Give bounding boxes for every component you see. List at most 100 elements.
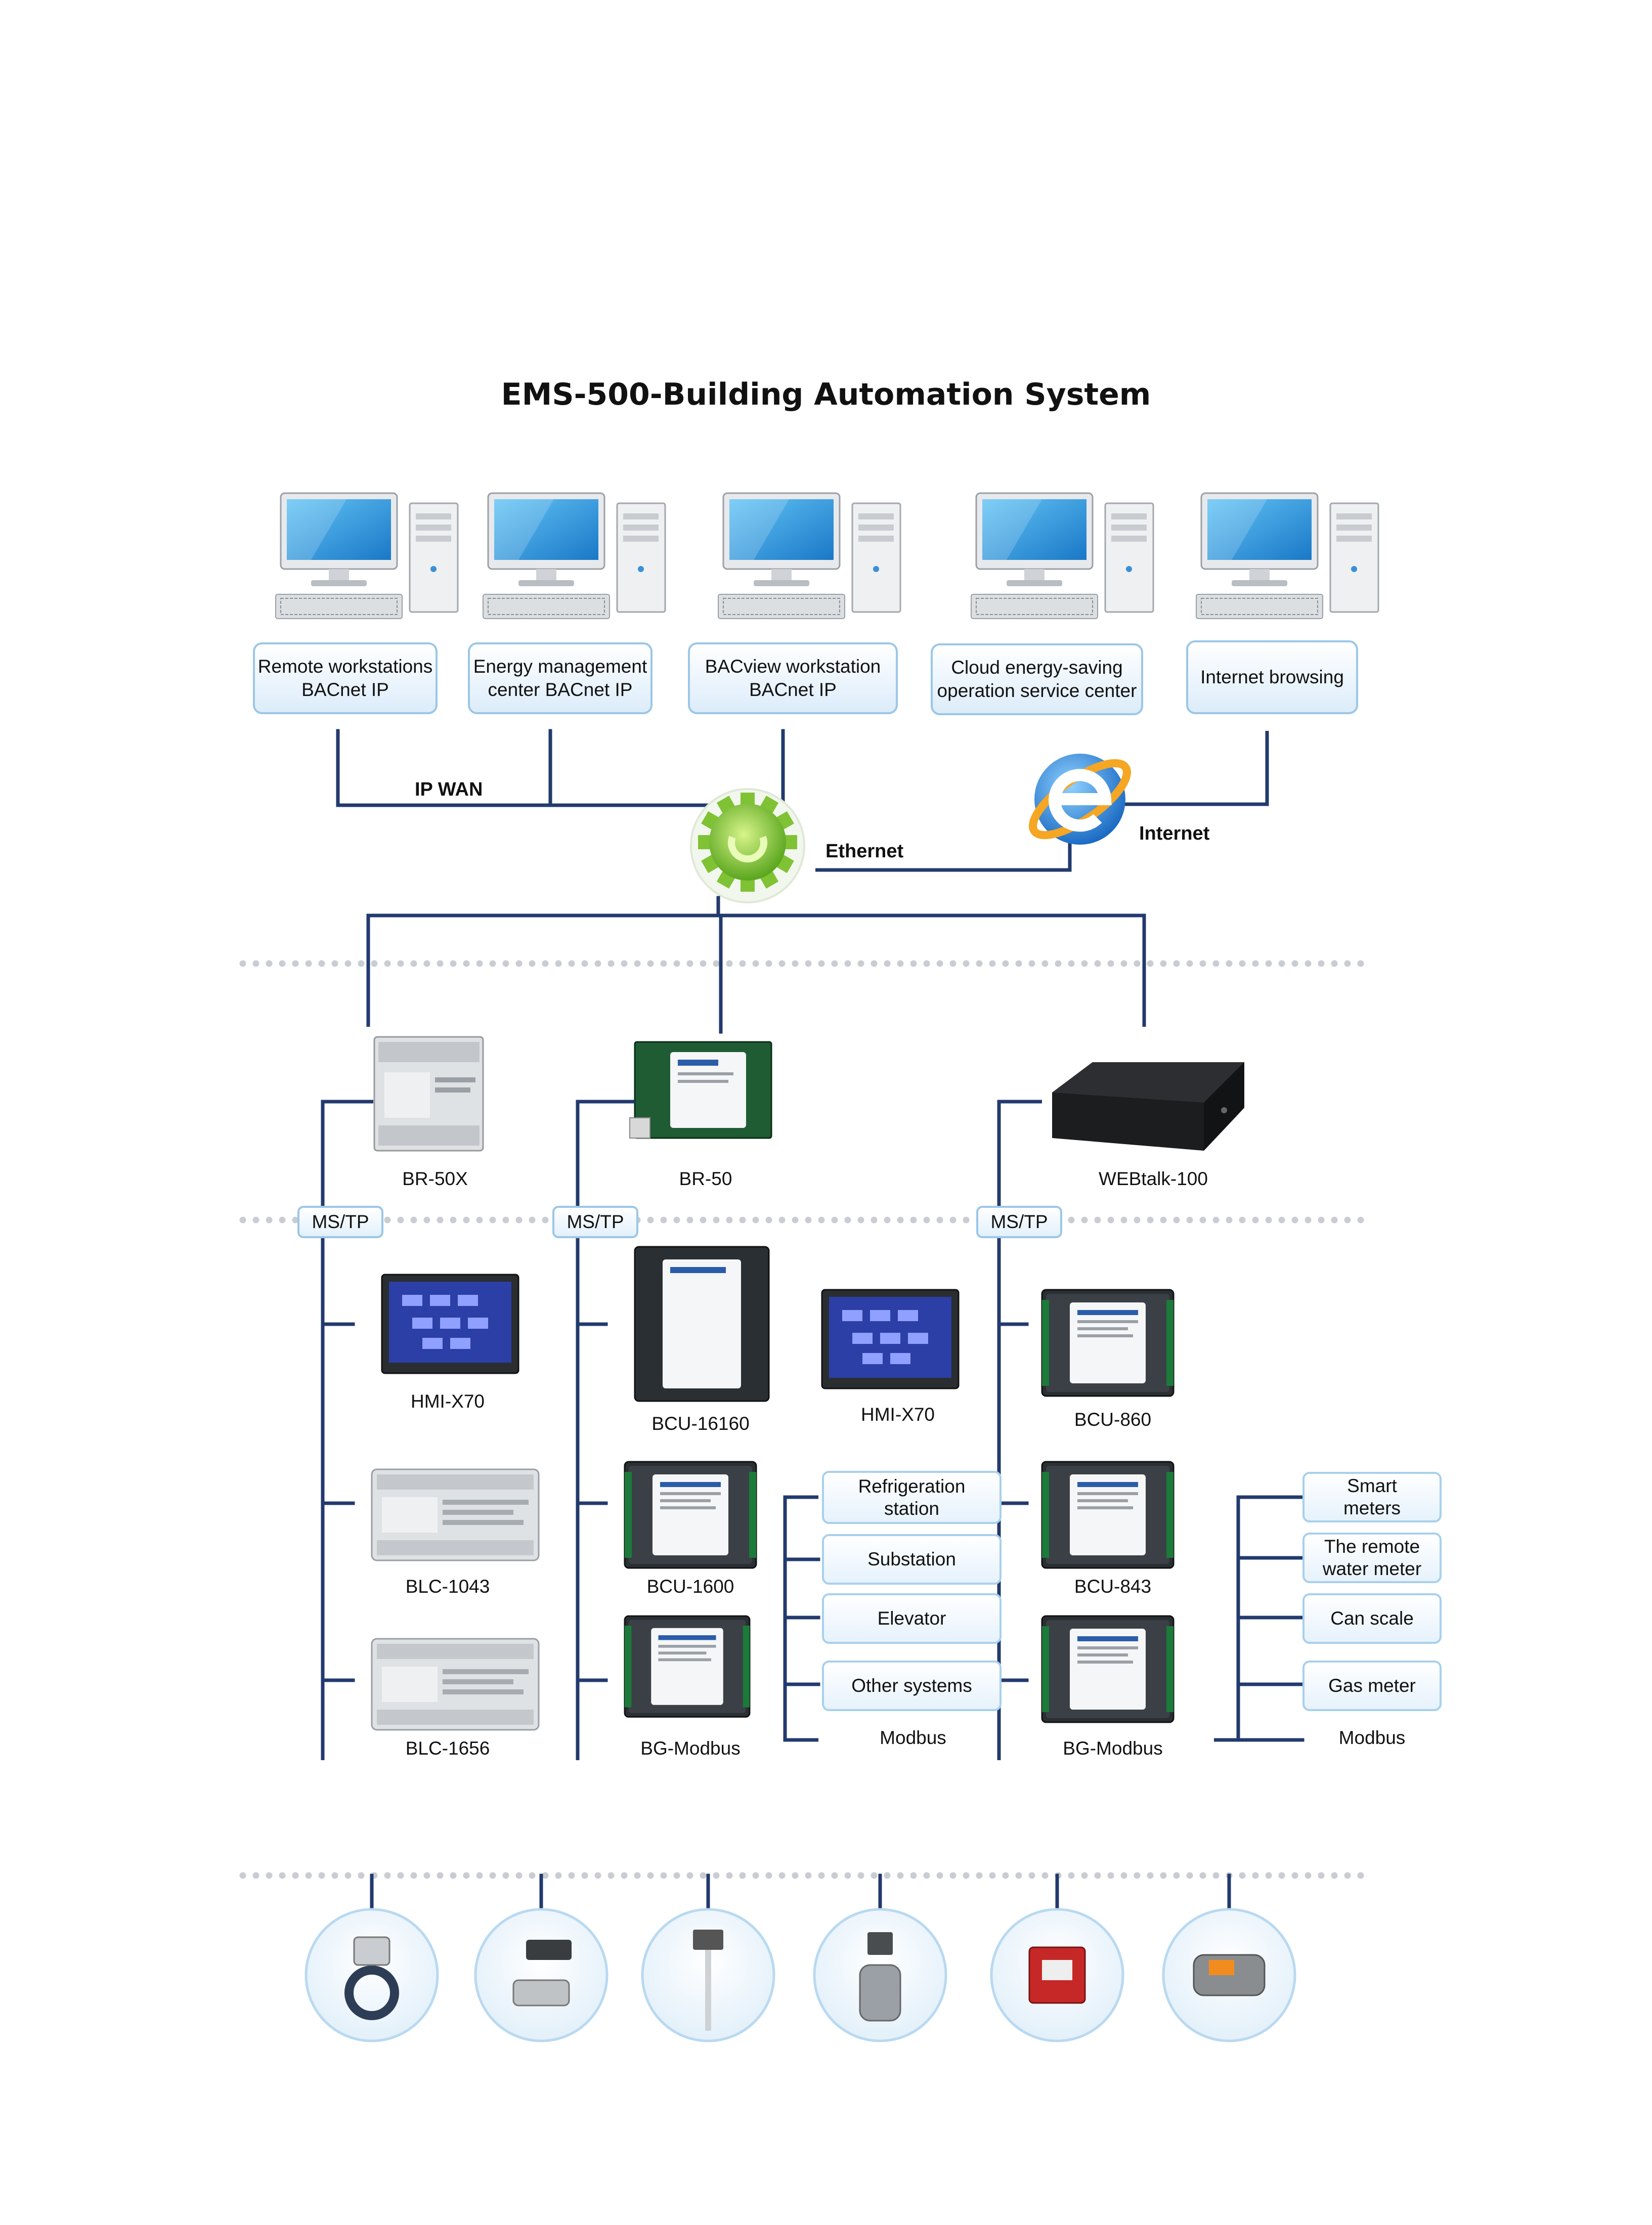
- divider-dot: [752, 1216, 759, 1224]
- divider-dot: [765, 1872, 772, 1879]
- dotted-divider-mstp: [239, 1216, 1364, 1224]
- divider-dot: [292, 960, 299, 967]
- divider-dot: [489, 1872, 496, 1879]
- divider-dot: [673, 960, 680, 967]
- bcu16160-label-plate: [663, 1259, 741, 1388]
- divider-dot: [252, 1216, 259, 1224]
- divider-dot: [647, 960, 654, 967]
- divider-dot: [1318, 960, 1325, 967]
- divider-dot: [805, 1872, 812, 1879]
- divider-dot: [634, 960, 641, 967]
- computer-icon: [717, 492, 901, 620]
- divider-dot: [397, 960, 404, 967]
- divider-dot: [555, 960, 562, 967]
- divider-dot: [910, 1872, 917, 1879]
- divider-dot: [1147, 1872, 1154, 1879]
- device-label-bg-modbus-right: BG-Modbus: [1063, 1738, 1163, 1759]
- workstation-label: BACview workstation: [705, 656, 881, 677]
- system-label: Other systems: [851, 1675, 972, 1696]
- divider-dot: [568, 960, 575, 967]
- icon-part: [693, 1930, 723, 1950]
- divider-dot: [700, 1872, 707, 1879]
- divider-dot: [765, 1216, 772, 1224]
- divider-dot: [1357, 1216, 1364, 1224]
- divider-dot: [358, 960, 365, 967]
- device-part: [378, 1042, 480, 1062]
- icon-part: [1209, 1960, 1234, 1975]
- damper-actuator-icon: [1193, 1954, 1266, 1996]
- icon-part: [1042, 1960, 1072, 1980]
- bcu843-device: [1041, 1461, 1175, 1569]
- divider-dot: [594, 960, 601, 967]
- mstp-box-mid: MS/TP: [552, 1206, 638, 1238]
- divider-dot: [489, 1216, 496, 1224]
- divider-dot: [1173, 1872, 1180, 1879]
- system-box-other: Other systems: [822, 1661, 1002, 1711]
- divider-dot: [450, 1872, 457, 1879]
- divider-dot: [726, 1216, 733, 1224]
- page-title: EMS-500-Building Automation System: [501, 377, 1151, 412]
- divider-dot: [963, 1216, 970, 1224]
- divider-dot: [949, 1216, 957, 1224]
- butterfly-valve-icon: [344, 1936, 399, 2020]
- divider-dot: [239, 1872, 246, 1879]
- device-label-bcu16160: BCU-16160: [651, 1413, 750, 1434]
- divider-dot: [542, 1216, 549, 1224]
- divider-dot: [279, 1872, 286, 1879]
- device-part: [435, 1077, 475, 1082]
- divider-dot: [529, 1216, 536, 1224]
- divider-dot: [726, 1872, 733, 1879]
- workstation-label: Energy management: [473, 656, 647, 677]
- divider-dot: [752, 960, 759, 967]
- divider-dot: [437, 1216, 444, 1224]
- icon-part: [867, 1932, 893, 1955]
- divider-dot: [700, 1216, 707, 1224]
- divider-dot: [989, 1872, 996, 1879]
- divider-dot: [989, 960, 996, 967]
- workstation-box-internet: Internet browsing: [1186, 640, 1358, 714]
- device-part: [670, 1052, 746, 1128]
- divider-dot: [739, 1872, 746, 1879]
- divider-dot: [239, 960, 246, 967]
- icon-part: [526, 1940, 572, 1960]
- divider-dot: [1147, 1216, 1154, 1224]
- internet-line: [1110, 731, 1269, 806]
- divider-dot: [1068, 960, 1075, 967]
- divider-dot: [1291, 1872, 1298, 1879]
- divider-dot: [844, 1872, 851, 1879]
- router-label-webtalk: WEBtalk-100: [1099, 1168, 1208, 1189]
- divider-dot: [1120, 1216, 1127, 1224]
- divider-dot: [1186, 1872, 1193, 1879]
- divider-dot: [739, 1216, 746, 1224]
- divider-dot: [897, 1216, 904, 1224]
- icon-part: [344, 1966, 399, 2020]
- divider-dot: [266, 1872, 273, 1879]
- divider-dot: [1041, 960, 1049, 967]
- divider-dot: [792, 960, 799, 967]
- divider-dot: [963, 1872, 970, 1879]
- icon-part: [859, 1964, 901, 2022]
- divider-dot: [1002, 960, 1009, 967]
- dotted-divider-router: [239, 960, 1364, 967]
- divider-dot: [713, 1872, 720, 1879]
- bg-modbus-device-mid: [624, 1615, 751, 1718]
- divider-dot: [1160, 960, 1167, 967]
- divider-dot: [463, 1216, 470, 1224]
- system-label: Refrigeration station: [858, 1475, 966, 1519]
- device-label-hmi-mid: HMI-X70: [861, 1404, 935, 1425]
- divider-dot: [673, 1872, 680, 1879]
- divider-dot: [423, 1216, 430, 1224]
- divider-dot: [871, 1216, 878, 1224]
- divider-dot: [266, 1216, 273, 1224]
- divider-dot: [397, 1872, 404, 1879]
- divider-dot: [1291, 1216, 1298, 1224]
- divider-dot: [1291, 960, 1298, 967]
- divider-dot: [1278, 960, 1285, 967]
- divider-dot: [1134, 1872, 1141, 1879]
- divider-dot: [437, 960, 444, 967]
- device-label-blc1043: BLC-1043: [405, 1576, 490, 1597]
